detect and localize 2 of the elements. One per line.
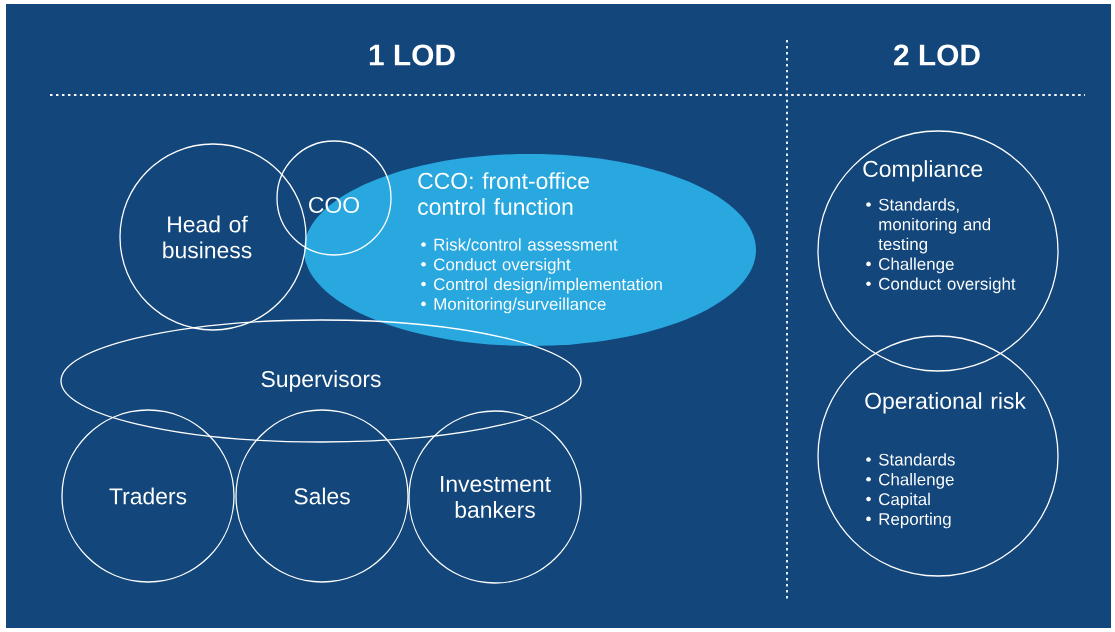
section-heading: 2 LOD: [894, 44, 980, 66]
section-heading: 1 LOD: [369, 44, 455, 66]
